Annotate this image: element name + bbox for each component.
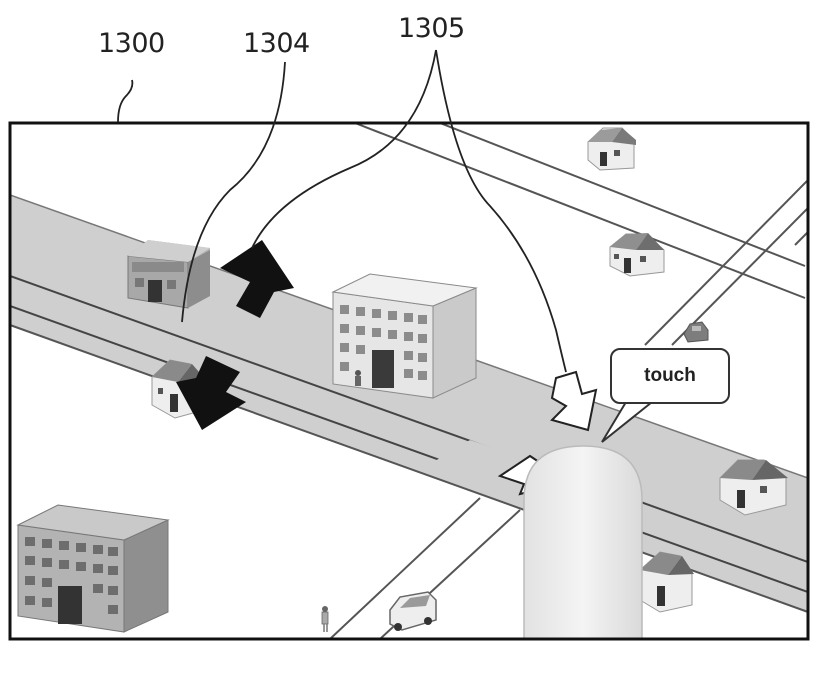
leader-lines [117,49,567,373]
leader-line-1304 [181,61,286,323]
arrow-down-icon [176,356,246,430]
house-icon [609,233,665,277]
leader-line-1305-a [251,49,437,249]
finger-icon [523,445,643,639]
arrow-down-right-icon [550,370,598,432]
car-icon [683,321,709,343]
office-building [331,273,478,399]
road-line-upper [10,275,808,563]
reference-numeral-1300: 1300 [98,28,165,59]
house-icon [639,551,694,613]
leader-line-1305-b [435,49,567,373]
road-line-lower [10,305,808,593]
house-icon [719,459,788,516]
van-icon [389,591,437,631]
device-screen-frame [8,121,810,641]
touch-label: touch [644,365,696,386]
map-view [10,123,808,639]
reference-numeral-1305: 1305 [398,13,465,44]
touch-speech-bubble: touch [610,348,730,404]
shop-building [127,240,210,309]
pedestrian-icon [321,606,329,632]
pedestrian-icon [355,370,361,386]
leader-line-1300 [117,79,134,123]
house-icon [587,127,636,171]
office-building [16,504,170,633]
reference-numeral-1304: 1304 [243,28,310,59]
arrow-up-icon [220,240,294,318]
